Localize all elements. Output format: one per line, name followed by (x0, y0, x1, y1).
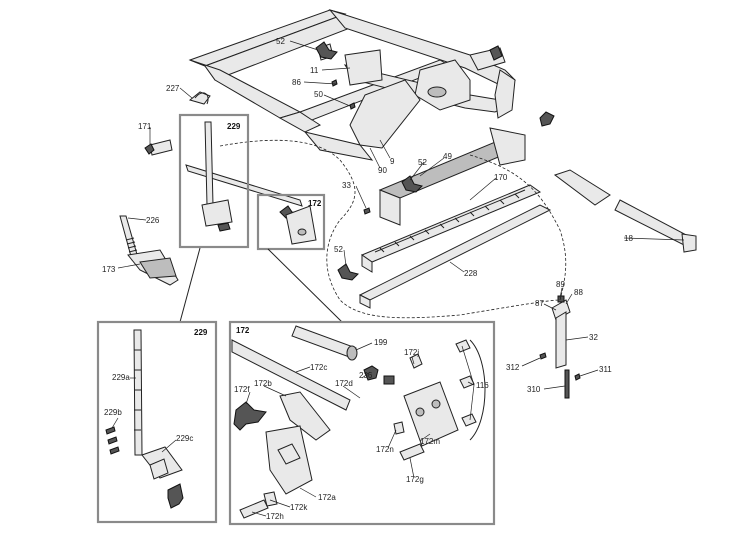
label-173: 173 (102, 265, 116, 274)
label-229a: 229a (112, 373, 130, 382)
label-52-mid: 52 (418, 158, 427, 167)
callout-box-229 (178, 113, 250, 249)
label-172h: 172h (266, 512, 284, 521)
link-line-172 (267, 248, 343, 323)
table-frame (188, 8, 516, 161)
label-172-small: 172 (308, 199, 322, 208)
detail-172-parts (231, 325, 486, 519)
label-199: 199 (374, 338, 388, 347)
label-52-low: 52 (334, 245, 343, 254)
label-18: 18 (624, 234, 633, 243)
detail-229-parts (105, 329, 184, 509)
label-311: 311 (599, 365, 612, 374)
label-172d: 172d (335, 379, 353, 388)
label-312: 312 (506, 363, 520, 372)
lever-173 (119, 215, 179, 286)
detail-229-labels: 229 229a 229b 229c (104, 328, 208, 443)
label-310: 310 (527, 385, 541, 394)
label-172c: 172c (310, 363, 327, 372)
label-172m: 172m (420, 437, 440, 446)
label-87: 87 (535, 299, 544, 308)
label-172b: 172b (254, 379, 272, 388)
label-9: 9 (390, 157, 395, 166)
bracket-172-small (279, 205, 317, 245)
detail-box-172 (228, 320, 496, 526)
label-32: 32 (589, 333, 598, 342)
rod-229-small (201, 121, 233, 232)
rail-49 (378, 111, 555, 226)
label-90: 90 (378, 166, 387, 175)
label-33: 33 (342, 181, 351, 190)
label-172a: 172a (318, 493, 336, 502)
knobs-52 (315, 41, 423, 281)
leaders (111, 40, 685, 517)
dashed-connector-2 (469, 154, 567, 301)
label-172k: 172k (290, 503, 308, 512)
label-228: 228 (464, 269, 478, 278)
label-229-small: 229 (227, 122, 241, 131)
label-170: 170 (494, 173, 508, 182)
label-229c: 229c (176, 434, 193, 443)
label-226: 226 (146, 216, 160, 225)
label-171: 171 (138, 122, 152, 131)
label-172n: 172n (376, 445, 394, 454)
label-116: 116 (476, 381, 489, 390)
bracket-32 (539, 295, 581, 399)
label-172g: 172g (406, 475, 424, 484)
label-172f: 172f (234, 385, 250, 394)
label-52-top: 52 (276, 37, 285, 46)
dashed-connector (219, 139, 561, 319)
rail-228 (358, 204, 552, 309)
label-88: 88 (574, 288, 583, 297)
label-50: 50 (314, 90, 323, 99)
callout-labels: 52 11 86 50 227 171 229 172 9 90 52 49 3… (102, 37, 633, 394)
label-172j: 172j (404, 348, 419, 357)
detail-box-229 (96, 320, 218, 524)
label-227: 227 (166, 84, 180, 93)
label-86: 86 (292, 78, 301, 87)
callout-box-172 (256, 193, 326, 251)
label-236: 236 (359, 371, 373, 380)
rod-18 (553, 169, 697, 253)
label-49: 49 (443, 152, 452, 161)
rack-170 (360, 184, 542, 273)
label-89: 89 (556, 280, 565, 289)
detail-229-title: 229 (194, 328, 208, 337)
detail-172-title: 172 (236, 326, 250, 335)
detail-172-labels: 172 199 172c 172j 172b 172f 172d 236 116… (234, 326, 489, 521)
link-line-229 (179, 247, 201, 323)
label-11: 11 (310, 66, 319, 75)
label-229b: 229b (104, 408, 122, 417)
